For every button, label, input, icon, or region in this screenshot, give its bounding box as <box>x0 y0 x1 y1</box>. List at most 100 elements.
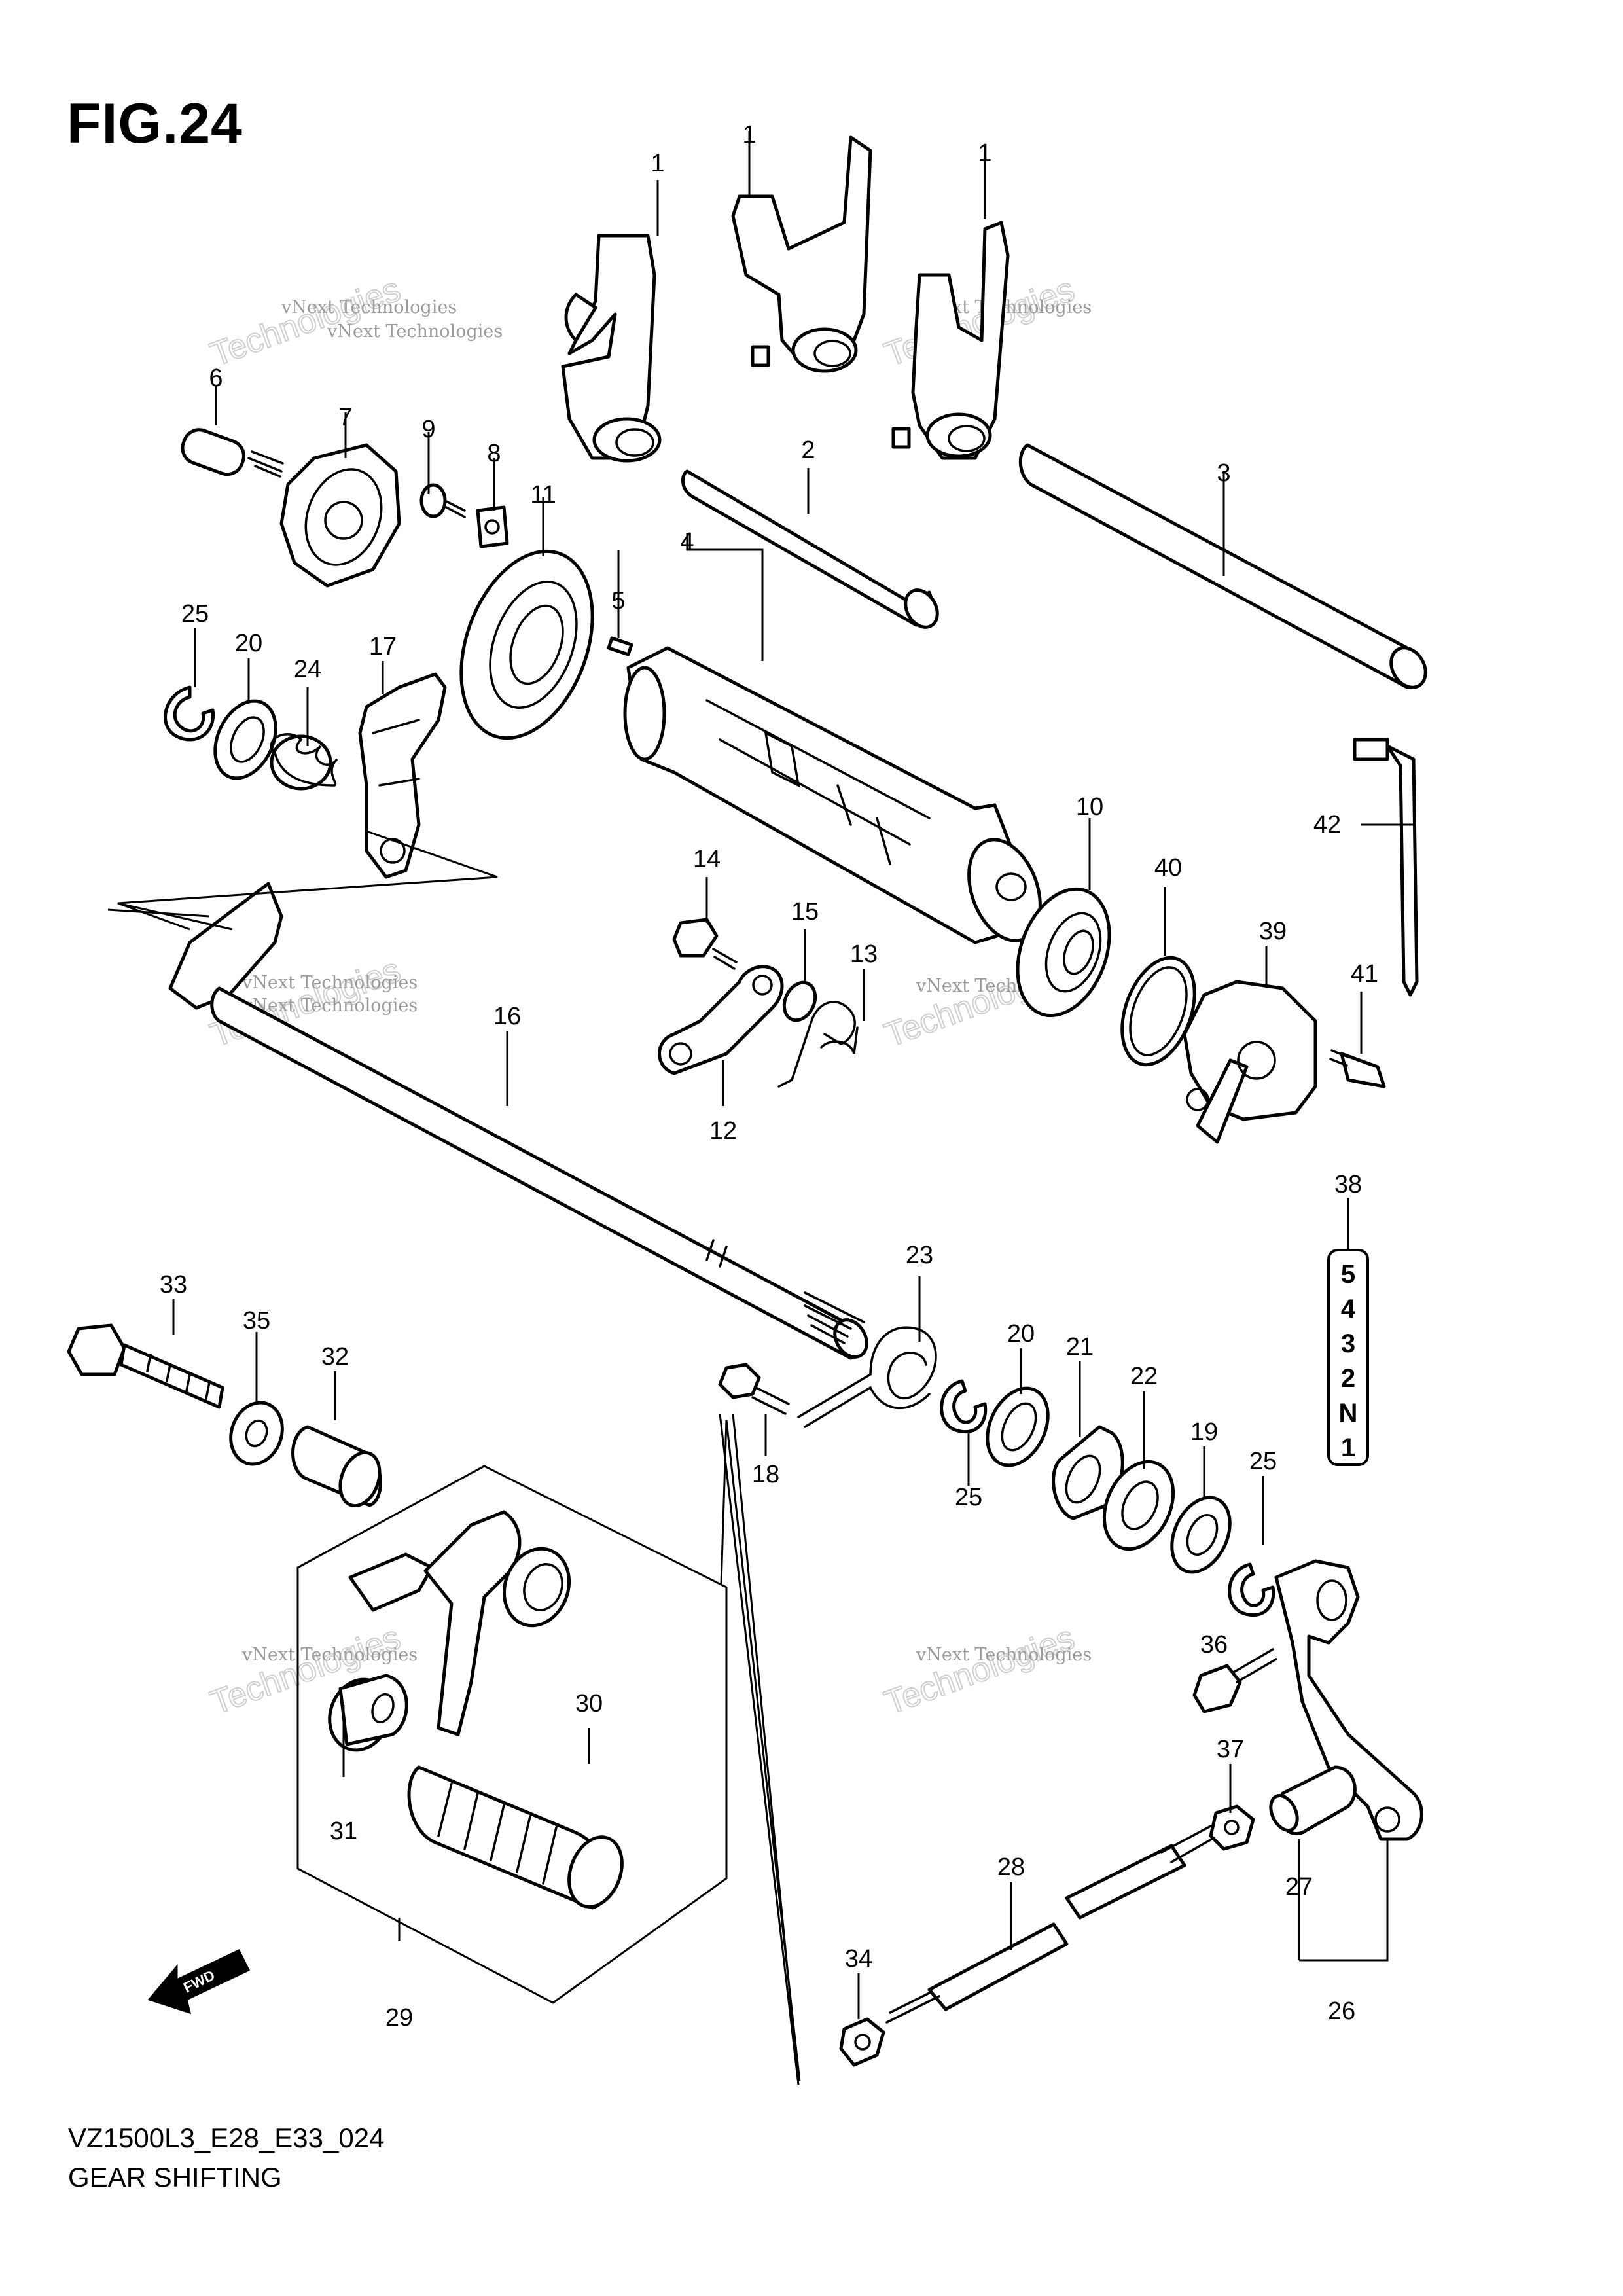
callout-36: 36 <box>1200 1631 1228 1659</box>
stopper-arm <box>658 965 784 1075</box>
indicator-frame <box>1327 1249 1369 1466</box>
callout-27: 27 <box>1285 1873 1313 1901</box>
svg-text:vNext Technologies: vNext Technologies <box>241 973 418 993</box>
callout-13: 13 <box>850 941 878 968</box>
indicator-pos-3: 3 <box>1341 1329 1355 1358</box>
cam-stopper-bolt <box>181 428 284 478</box>
shift-fork-center <box>731 135 872 373</box>
callout-22: 22 <box>1130 1363 1158 1390</box>
collar-31 <box>328 1674 408 1752</box>
callout-41: 41 <box>1351 960 1378 988</box>
indicator-pos-4: 4 <box>1341 1295 1356 1323</box>
callout-42: 42 <box>1313 811 1341 838</box>
callout-18: 18 <box>752 1461 779 1488</box>
diagram-caption: GEAR SHIFTING <box>68 2162 282 2193</box>
bolt-long <box>67 1323 224 1409</box>
callout-numbers: 1 1 1 2 3 4 5 6 7 9 8 11 10 12 13 14 15 … <box>160 121 1378 2032</box>
cam-driven-gear <box>279 443 401 588</box>
gear-shift-shaft <box>168 882 868 1360</box>
callout-34: 34 <box>845 1945 872 1973</box>
bolt-36 <box>1192 1648 1277 1713</box>
circlip-lower-right <box>1228 1562 1275 1617</box>
svg-text:vNext Technologies: vNext Technologies <box>281 297 457 317</box>
callout-21: 21 <box>1066 1333 1094 1361</box>
callout-37: 37 <box>1217 1736 1244 1763</box>
indicator-pos-2: 2 <box>1341 1364 1355 1393</box>
spacer-32 <box>291 1425 382 1508</box>
callout-4: 4 <box>680 528 694 556</box>
callout-35: 35 <box>243 1307 270 1335</box>
callout-24: 24 <box>294 656 321 683</box>
oil-seal <box>1102 1460 1175 1551</box>
lock-washer <box>476 505 509 548</box>
callout-39: 39 <box>1259 918 1287 945</box>
callout-6: 6 <box>209 365 223 392</box>
callout-30: 30 <box>575 1690 603 1717</box>
callout-31: 31 <box>330 1818 357 1845</box>
fwd-arrow-icon: FWD <box>147 1949 251 2015</box>
callout-33: 33 <box>160 1271 187 1299</box>
callout-40: 40 <box>1154 854 1182 882</box>
callout-17: 17 <box>369 633 397 660</box>
callout-29: 29 <box>385 2004 413 2032</box>
circlip-lower-left <box>940 1379 988 1434</box>
switch-bolt <box>1329 1049 1386 1088</box>
callout-20: 20 <box>235 630 262 657</box>
callout-10: 10 <box>1076 793 1103 821</box>
circlip-upper <box>164 685 215 742</box>
washer-arm <box>782 980 817 1022</box>
callout-25: 25 <box>1249 1448 1277 1475</box>
callout-38: 38 <box>1334 1171 1362 1198</box>
fork-shaft-short <box>681 469 939 629</box>
nut-34 <box>839 2017 885 2067</box>
shift-cam-drum <box>623 646 1042 944</box>
callout-15: 15 <box>791 898 819 925</box>
callout-11: 11 <box>530 481 556 509</box>
svg-text:vNext Technologies: vNext Technologies <box>327 321 503 342</box>
bearing-large <box>459 549 594 740</box>
washer-20-lower <box>986 1386 1050 1467</box>
callout-14: 14 <box>693 846 721 873</box>
callout-2: 2 <box>801 437 815 464</box>
svg-text:vNext Technologies: vNext Technologies <box>916 1645 1092 1665</box>
callout-26: 26 <box>1328 1998 1355 2025</box>
callout-8: 8 <box>487 440 501 467</box>
callout-32: 32 <box>321 1343 349 1371</box>
tie-rod <box>885 1825 1215 2024</box>
indicator-pos-5: 5 <box>1341 1260 1355 1289</box>
tie-rod-end <box>1269 1765 1357 1836</box>
return-spring <box>797 1326 937 1428</box>
svg-text:vNext Technologies: vNext Technologies <box>241 996 418 1016</box>
shift-fork-right <box>891 221 1010 460</box>
washer-upper <box>213 699 277 780</box>
watermark-top-left: Technologies vNext Technologies vNext Te… <box>205 270 503 374</box>
gear-shift-lever <box>348 1510 571 1736</box>
gear-position-indicator: 5 4 3 2 N 1 38 <box>1327 1171 1369 1466</box>
spring-stopper <box>270 733 338 791</box>
callout-5: 5 <box>611 587 625 615</box>
callout-28: 28 <box>997 1854 1025 1881</box>
gear-shift-arm <box>1274 1559 1423 1841</box>
foot-peg-rubber <box>407 1765 624 1910</box>
dowel-pin <box>607 636 633 656</box>
callout-3: 3 <box>1217 459 1230 487</box>
switch-lead-wire <box>1353 738 1419 997</box>
nut-37 <box>1209 1804 1255 1851</box>
callout-9: 9 <box>421 416 435 443</box>
callout-20: 20 <box>1007 1320 1035 1348</box>
bearing-small <box>1016 887 1111 1018</box>
shift-fork-left <box>561 234 662 463</box>
callout-1: 1 <box>742 121 756 149</box>
diagram-code: VZ1500L3_E28_E33_024 <box>68 2123 385 2153</box>
callout-7: 7 <box>338 404 352 431</box>
gear-shift-lever-box <box>296 1465 728 2004</box>
bolt-18 <box>718 1363 790 1415</box>
fork-shaft-long <box>1018 443 1427 689</box>
screw-small <box>419 483 466 518</box>
callout-25: 25 <box>181 600 209 628</box>
callout-1: 1 <box>978 139 991 167</box>
figure-title: FIG.24 <box>67 92 243 155</box>
indicator-pos-1: 1 <box>1341 1433 1355 1462</box>
washer-19 <box>1170 1496 1232 1574</box>
